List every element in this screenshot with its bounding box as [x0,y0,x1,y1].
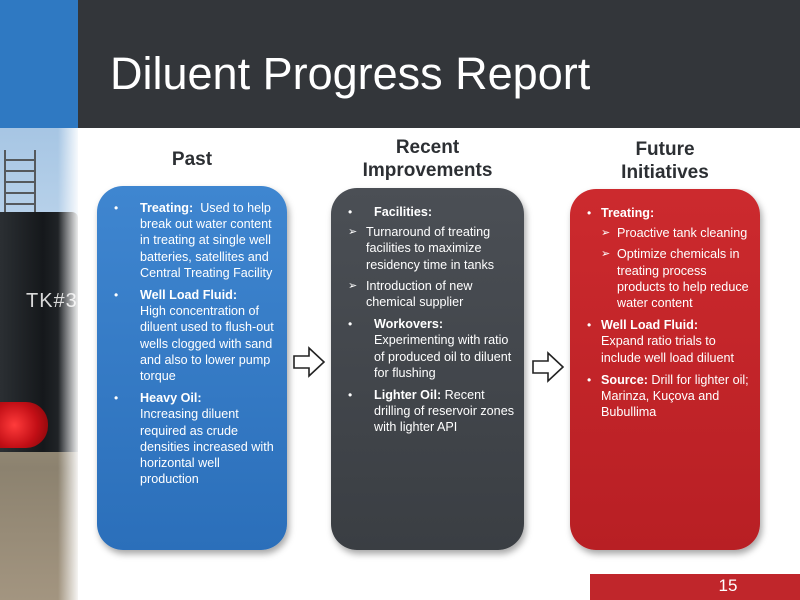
item-label: Treating: [601,206,655,220]
photo-red-pipe [0,402,48,448]
recent-improvements-box: Facilities: Turnaround of treating facil… [331,188,524,550]
item-label: Lighter Oil: [374,388,442,403]
item-text: Experimenting with ratio of produced oil… [374,333,512,380]
recent-list: Facilities: Turnaround of treating facil… [348,204,514,436]
slide-title: Diluent Progress Report [110,48,591,99]
item-label: Heavy Oil: [140,391,202,406]
future-initiatives-box: Treating: Proactive tank cleaning Optimi… [570,189,760,550]
item-text: Used to help break out water content in … [140,201,273,280]
future-list: Treating: Proactive tank cleaning Optimi… [587,205,750,420]
sub-list: Proactive tank cleaning Optimize chemica… [601,225,750,311]
heading-line: Improvements [362,160,493,181]
heading-future-initiatives: Future Initiatives [570,138,760,184]
past-list: Treating: Used to help break out water c… [114,200,275,487]
photo-fade [58,0,78,600]
list-item: Heavy Oil:Increasing diluent required as… [114,390,275,487]
heading-past: Past [97,148,287,171]
title-bar [78,0,800,128]
item-label: Facilities: [374,205,433,219]
item-label: Workovers: [374,317,444,332]
heading-line: Past [171,149,213,170]
past-box: Treating: Used to help break out water c… [97,186,287,550]
list-item: Workovers:Experimenting with ratio of pr… [348,316,514,381]
item-text: Increasing diluent required as crude den… [140,407,274,487]
arrow-right-icon [532,351,565,383]
arrow-right-icon [293,346,326,378]
sub-list-item: Turnaround of treating facilities to max… [348,224,514,273]
list-item: Treating: Used to help break out water c… [114,200,275,281]
heading-recent-improvements: Recent Improvements [331,136,524,182]
item-text: High concentration of diluent used to fl… [140,304,274,384]
item-text: Recent drilling of reservoir zones with … [374,388,514,435]
list-item: Source: Drill for lighter oil; Marinza, … [587,372,750,421]
item-label: Well Load Fluid: [140,288,238,303]
list-item: Facilities: Turnaround of treating facil… [348,204,514,310]
sub-list: Turnaround of treating facilities to max… [348,224,514,310]
heading-line: Recent [395,137,460,158]
page-number-bar [590,574,800,600]
heading-line: Initiatives [621,162,709,183]
item-text: Expand ratio trials to include well load… [601,334,735,365]
page-number: 15 [718,576,738,595]
sub-list-item: Introduction of new chemical supplier [348,278,514,310]
list-item: Well Load Fluid:Expand ratio trials to i… [587,317,750,366]
item-label: Treating: [140,201,194,215]
sub-list-item: Optimize chemicals in treating process p… [601,246,750,311]
item-label: Source: [601,372,648,387]
heading-line: Future [635,139,695,160]
sub-list-item: Proactive tank cleaning [601,225,750,241]
item-text: Drill for lighter oil; Marinza, Kuçova a… [601,372,749,420]
list-item: Lighter Oil: Recent drilling of reservoi… [348,387,514,436]
list-item: Well Load Fluid:High concentration of di… [114,287,275,384]
title-accent [0,0,78,128]
list-item: Treating: Proactive tank cleaning Optimi… [587,205,750,311]
item-label: Well Load Fluid: [601,318,699,333]
